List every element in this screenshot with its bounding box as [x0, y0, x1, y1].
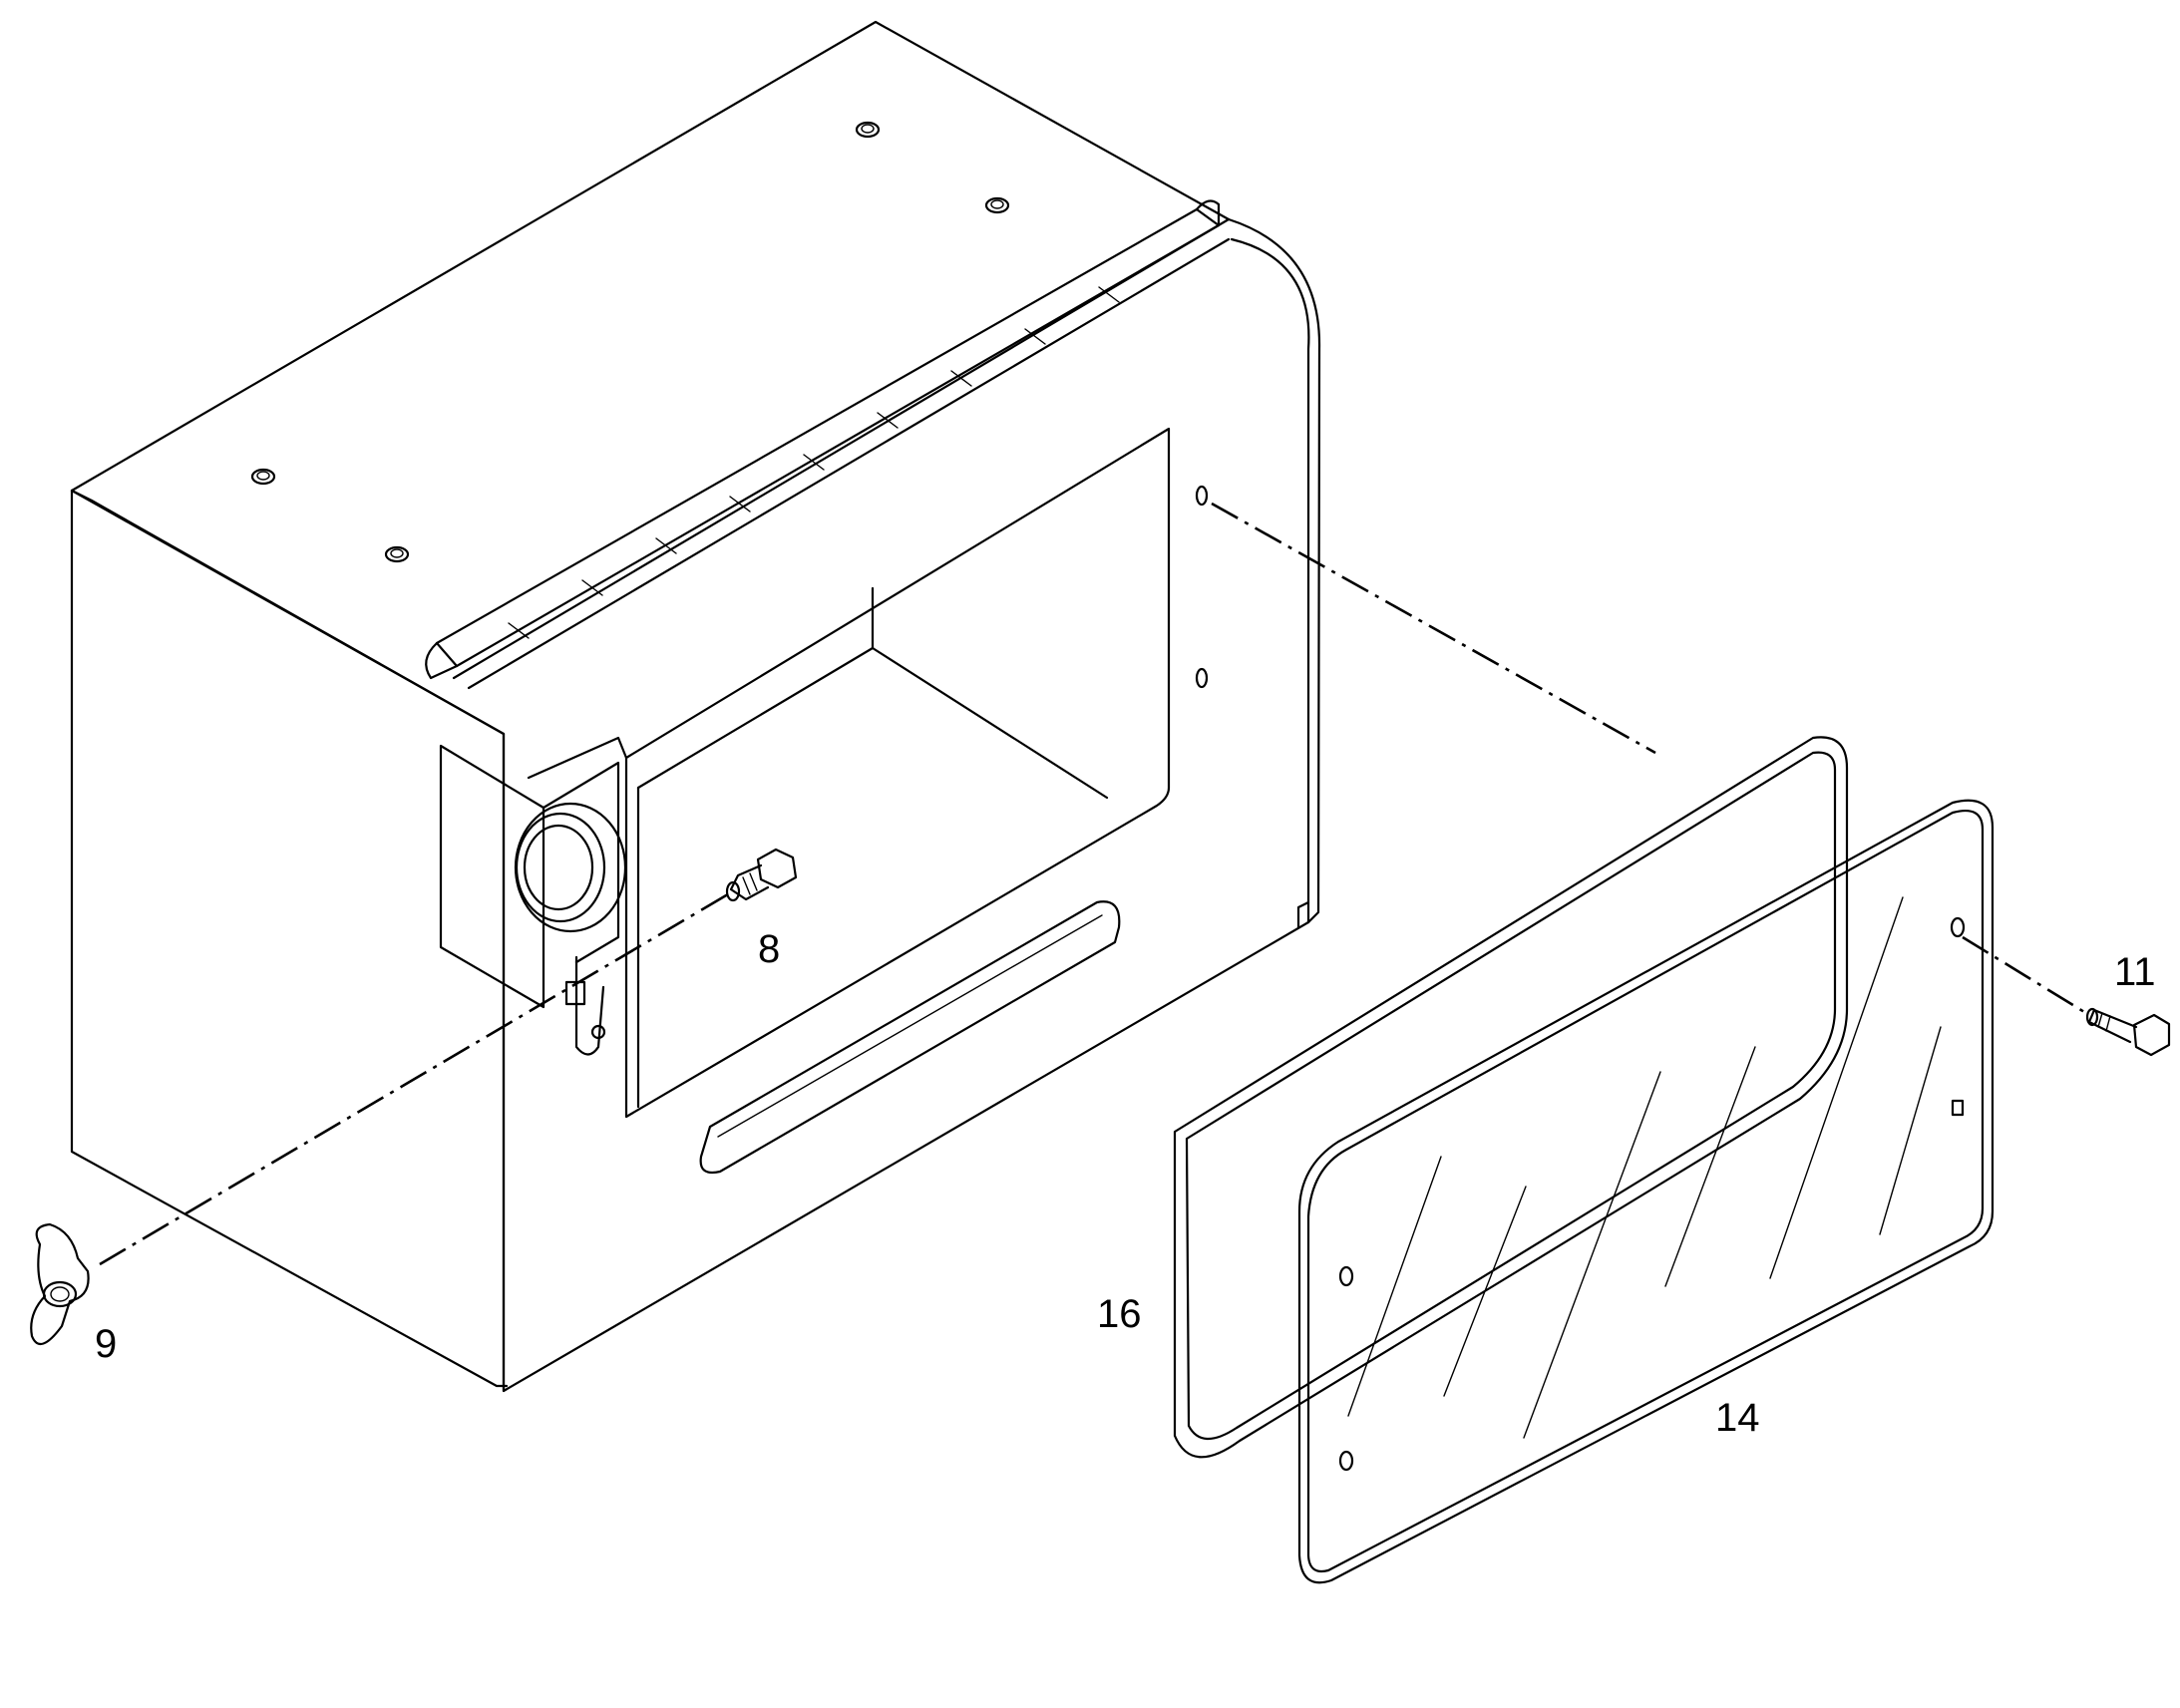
wing-nut — [30, 1222, 90, 1346]
hex-bolt-small — [725, 848, 798, 902]
latch-bracket — [439, 736, 628, 1056]
callout-11: 11 — [2114, 950, 2156, 994]
callout-16: 16 — [1097, 1292, 1142, 1336]
hex-bolt-right — [2085, 1007, 2171, 1057]
glass-window — [1297, 799, 1995, 1584]
assembly-lines — [99, 502, 2090, 1266]
gasket — [1173, 736, 1849, 1459]
callout-9: 9 — [95, 1322, 118, 1366]
enclosure-housing — [70, 20, 1321, 1393]
callout-8: 8 — [758, 927, 781, 971]
hinge-assembly — [425, 199, 1221, 680]
callout-14: 14 — [1715, 1396, 1760, 1440]
